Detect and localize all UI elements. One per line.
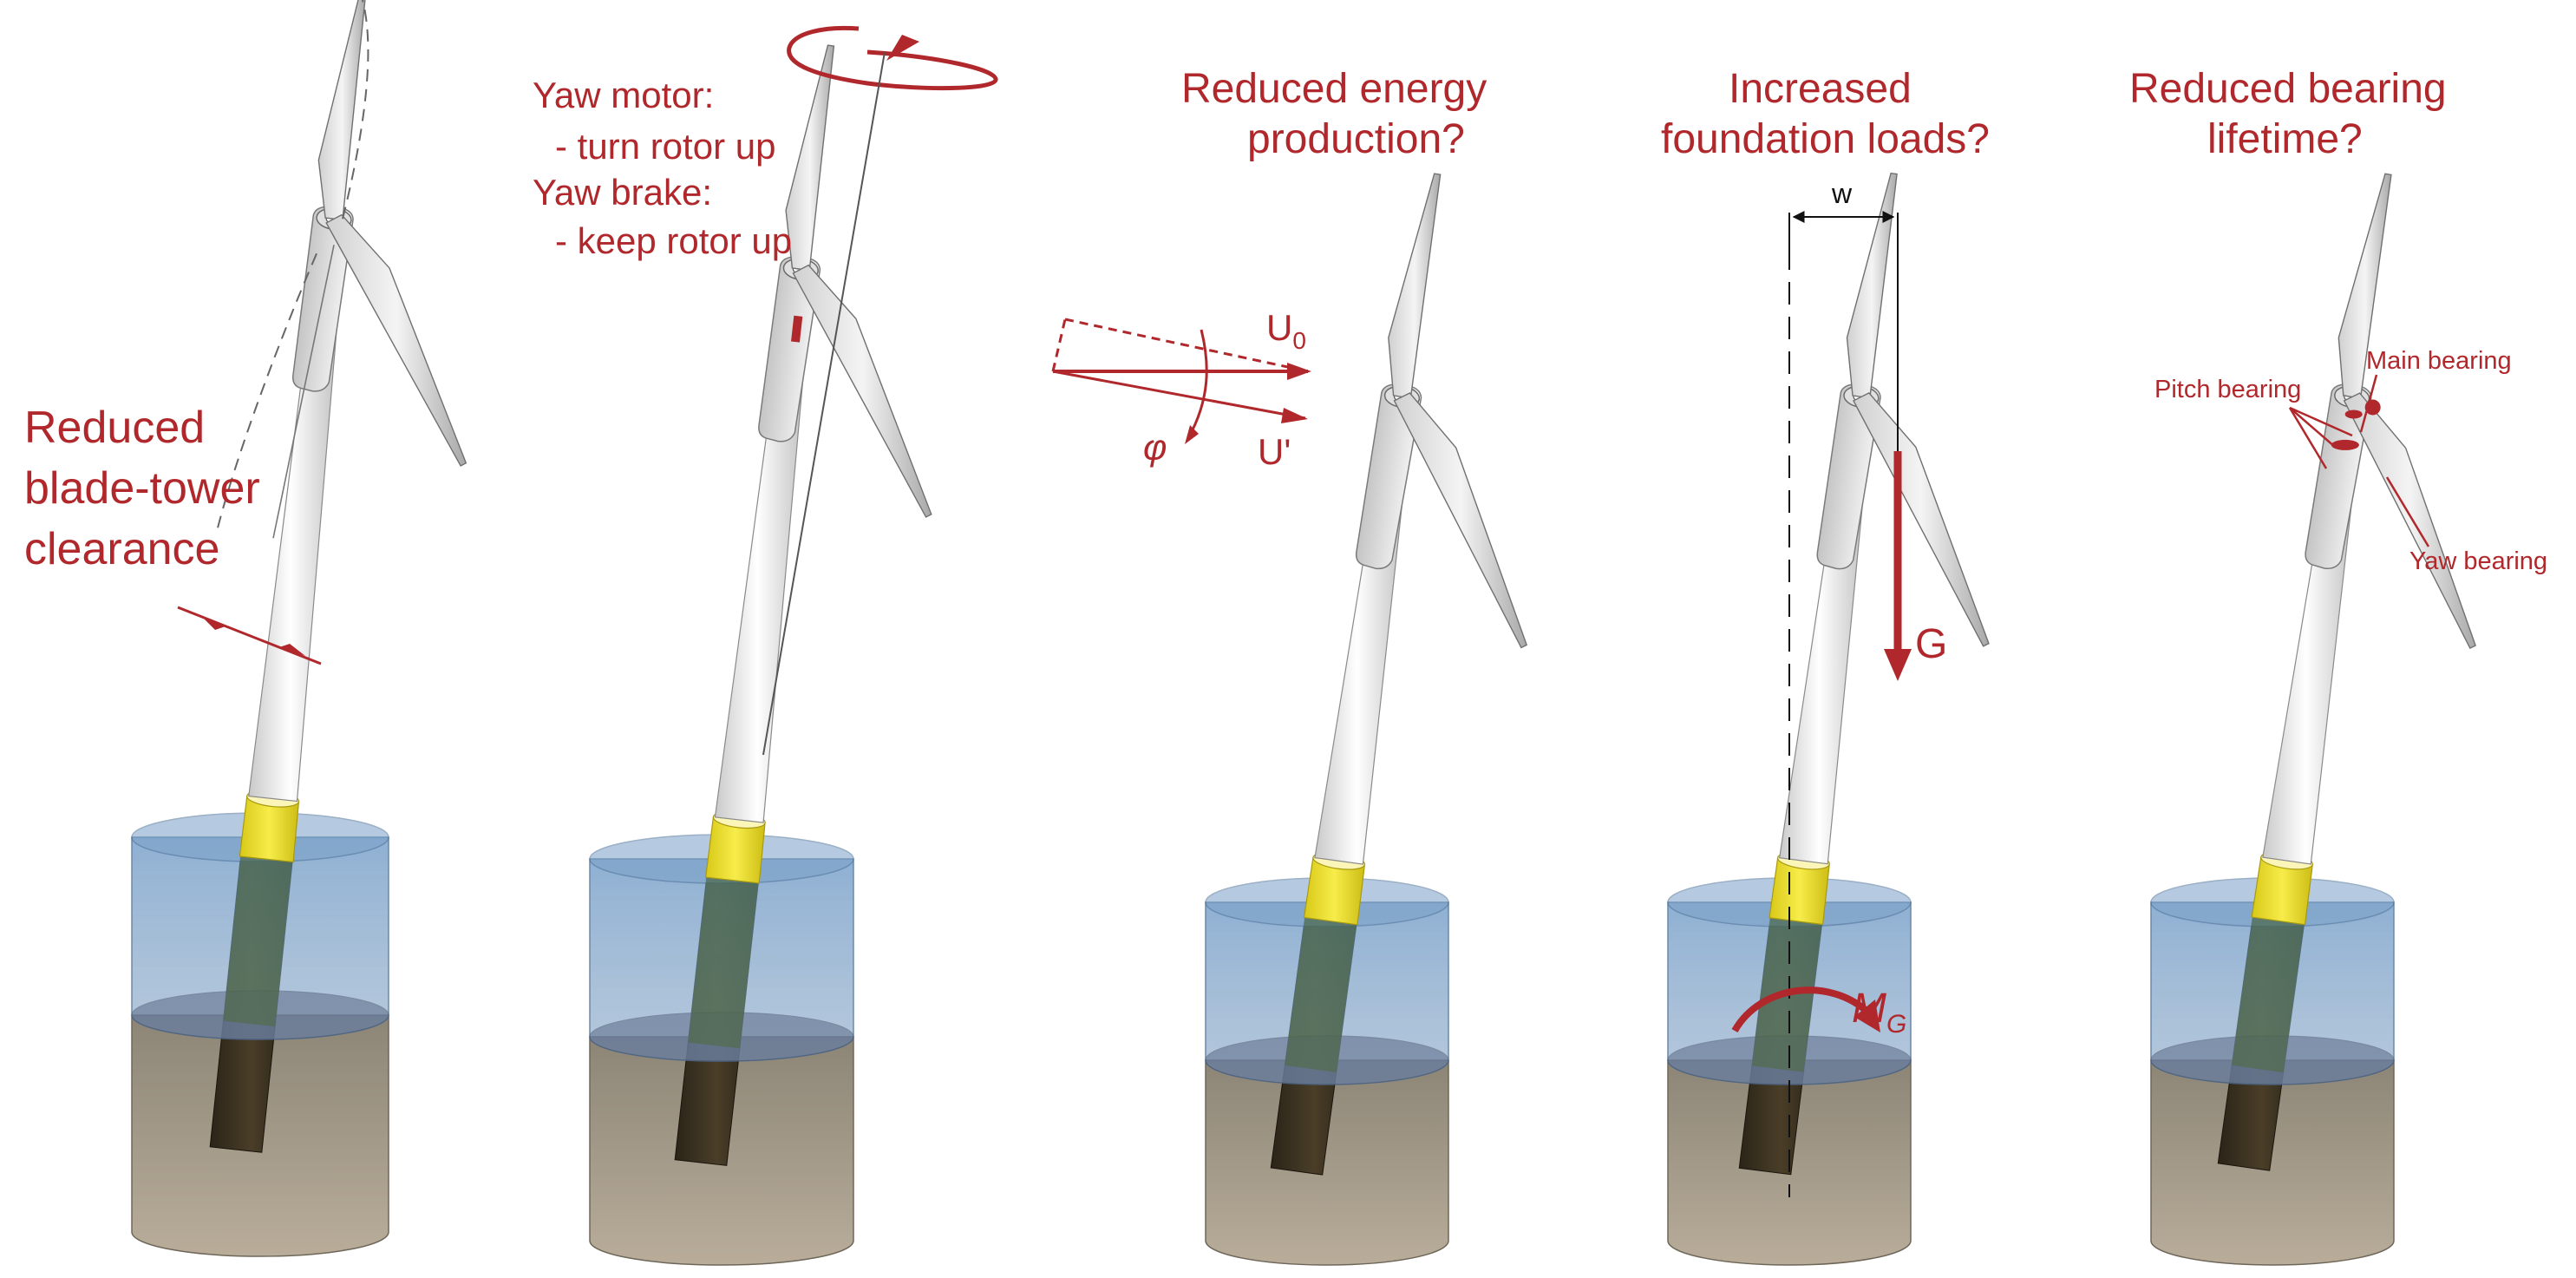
- clearance-label-line1: Reduced: [24, 403, 205, 453]
- rotor-blades: [785, 44, 932, 518]
- blade-down-left: [325, 213, 467, 467]
- foundation-title-line2: foundation loads?: [1661, 116, 1990, 162]
- moment-label: MG: [1852, 986, 1906, 1039]
- pitch-bearing-label: Pitch bearing: [2154, 376, 2301, 403]
- rotor-blades: [1388, 173, 1528, 649]
- energy-title-line1: Reduced energy: [1181, 66, 1487, 112]
- turbine-2: [589, 44, 932, 1266]
- moment-arrow-icon: [1731, 986, 1880, 1033]
- free-stream-arrow-icon: [1287, 363, 1311, 380]
- blade-down-left: [792, 264, 932, 518]
- blade-up: [317, 0, 366, 221]
- pitch-leader-3: [2288, 407, 2328, 469]
- blade-down-left: [1853, 391, 1990, 647]
- turbine-5: [2150, 173, 2477, 1266]
- submerged-pile-tint: [688, 871, 760, 1049]
- deflected-blade-edge: [272, 245, 335, 539]
- blade-down-left: [1393, 392, 1528, 649]
- gravity-arrow-icon: [1884, 451, 1912, 681]
- submerged-pile-tint: [223, 849, 293, 1027]
- blade-up: [785, 44, 835, 272]
- yaw-brake-label: Yaw brake:: [533, 172, 712, 213]
- wind-vector-diagram: U0 U' φ: [1051, 307, 1311, 472]
- energy-title-line2: production?: [1247, 116, 1465, 162]
- angle-arc-arrow-icon: [1185, 425, 1199, 444]
- turbine-4: [1667, 172, 1990, 1266]
- blade-up: [2337, 173, 2392, 399]
- effective-label: U': [1258, 431, 1291, 472]
- clearance-label-line2: blade-tower: [24, 463, 260, 514]
- blade-up: [1846, 172, 1898, 399]
- foundation-title-line1: Increased: [1729, 66, 1912, 112]
- panel-foundation-loads: Increased foundation loads? w G MG: [1661, 66, 1990, 1197]
- component-dashed-2: [1064, 318, 1309, 373]
- seabed-cylinder: [1205, 1059, 1449, 1266]
- pitch-leader-1: [2289, 407, 2336, 448]
- bearing-title-line2: lifetime?: [2207, 116, 2363, 162]
- yaw-bearing-label: Yaw bearing: [2409, 547, 2547, 575]
- turbine-3: [1205, 173, 1528, 1266]
- yaw-brake-marker: [791, 315, 803, 343]
- yaw-rotation-arrow-icon: [787, 25, 998, 91]
- rotor-blades: [317, 0, 467, 467]
- rotor-blades: [2337, 173, 2477, 650]
- yaw-motor-label: Yaw motor:: [533, 75, 714, 115]
- w-label: w: [1831, 178, 1853, 209]
- pitch-bearing-marker: [2344, 410, 2363, 419]
- yaw-axis-line: [762, 51, 886, 756]
- panel-blade-tower-clearance: Reduced blade-tower clearance: [24, 403, 322, 665]
- blade-down-left: [2343, 392, 2477, 650]
- bearing-title-line1: Reduced bearing: [2129, 66, 2447, 112]
- submerged-pile-tint: [2232, 912, 2305, 1073]
- main-bearing-label: Main bearing: [2366, 347, 2512, 375]
- rotor-blades: [1846, 172, 1990, 647]
- ghost-blade-down: [216, 252, 317, 532]
- panel-yaw-system: Yaw motor: - turn rotor up Yaw brake: - …: [533, 25, 998, 756]
- yaw-bearing-marker: [2331, 439, 2359, 450]
- effective-arrow-icon: [1281, 408, 1308, 423]
- yaw-brake-action: - keep rotor up: [555, 220, 792, 261]
- component-dashed-1: [1051, 318, 1067, 372]
- clearance-dimension-line: [177, 606, 322, 665]
- pitch-leader-2: [2289, 406, 2353, 437]
- gravity-label: G: [1915, 621, 1947, 667]
- free-stream-label: U0: [1266, 307, 1306, 354]
- clearance-arrow-right-icon: [279, 644, 305, 656]
- yaw-leader: [2385, 476, 2430, 547]
- blade-up: [1388, 173, 1442, 399]
- ghost-blade-up: [342, 0, 369, 220]
- clearance-arrow-left-icon: [201, 616, 226, 630]
- seabed-cylinder: [2150, 1059, 2395, 1266]
- effective-vector: [1052, 370, 1306, 420]
- clearance-label-line3: clearance: [24, 524, 219, 574]
- yaw-motor-action: - turn rotor up: [555, 126, 775, 167]
- turbine-1: [131, 0, 467, 1257]
- panel-energy-production: Reduced energy production? U0 U' φ: [1051, 66, 1487, 472]
- main-leader: [2359, 374, 2378, 433]
- angle-label: φ: [1143, 427, 1167, 468]
- turbines-group: [131, 0, 2477, 1266]
- panel-bearing-lifetime: Reduced bearing lifetime? Pitch bearing …: [2129, 66, 2547, 575]
- submerged-pile-tint: [1285, 912, 1357, 1072]
- angle-arc: [1187, 329, 1208, 439]
